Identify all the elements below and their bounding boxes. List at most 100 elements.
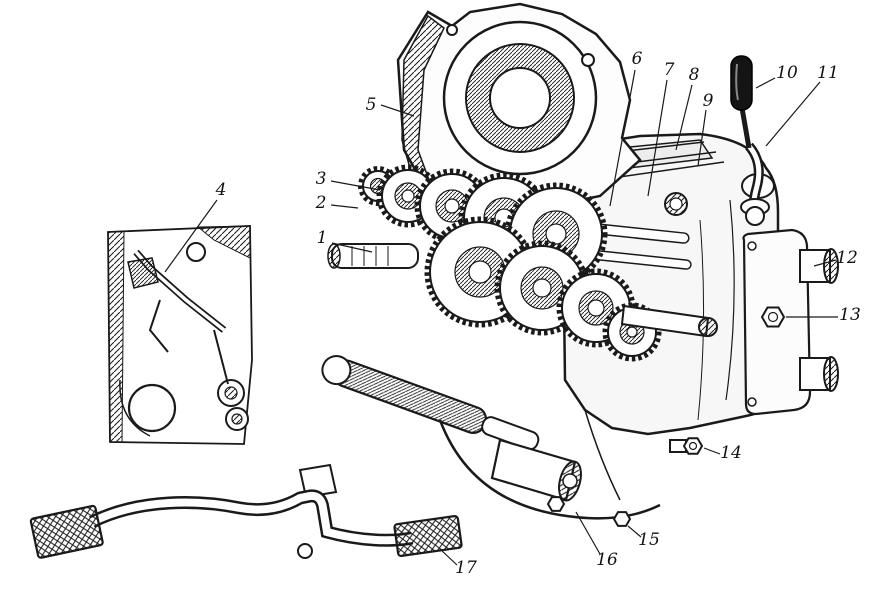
- callout-leader-7: [647, 79, 668, 197]
- callout-leader-8: [675, 84, 693, 151]
- callout-label-17: 17: [455, 558, 477, 578]
- callout-11: 11: [765, 63, 839, 147]
- inset-left-hatch: [107, 230, 125, 443]
- callout-label-16: 16: [596, 550, 618, 570]
- side-bolt: [669, 437, 704, 455]
- callout-4: 4: [164, 180, 227, 273]
- callout-label-1: 1: [317, 228, 328, 248]
- callout-8: 8: [675, 65, 700, 151]
- callout-leader-12: [813, 259, 837, 267]
- lever-shaft: [739, 107, 752, 149]
- case-rib-1: [725, 199, 735, 401]
- callout-10: 10: [755, 63, 798, 89]
- inset-small-circle-2-bore: [231, 413, 243, 425]
- output-yoke: [490, 438, 582, 502]
- callout-leader-11: [765, 81, 821, 147]
- callout-5: 5: [366, 95, 415, 117]
- callout-label-2: 2: [315, 193, 327, 213]
- pedal-foot: [297, 543, 313, 559]
- bell-bolt-hole-1: [581, 53, 595, 67]
- inset-big-circle: [127, 383, 177, 433]
- callout-label-3: 3: [316, 169, 327, 189]
- sump-curve: [438, 419, 661, 520]
- callout-leader-5: [380, 104, 415, 117]
- callout-13: 13: [786, 305, 861, 325]
- callout-label-9: 9: [703, 91, 714, 111]
- case-hole-center: [669, 197, 683, 211]
- callout-16: 16: [575, 511, 618, 570]
- callout-9: 9: [697, 91, 714, 167]
- callout-label-11: 11: [817, 63, 839, 83]
- input-shaft: [327, 243, 419, 269]
- callout-label-14: 14: [720, 443, 742, 463]
- callout-1: 1: [317, 228, 373, 253]
- callout-leader-6: [609, 69, 636, 207]
- pedal-bracket: [298, 463, 338, 499]
- cover-screw-1: [747, 241, 757, 251]
- lever-knob: [730, 55, 753, 111]
- callout-leader-15: [627, 525, 642, 538]
- release-bearing: [127, 257, 159, 289]
- countershaft-worm: [321, 355, 540, 451]
- pedal-pad-right: [393, 514, 463, 558]
- callouts: 1 2 3 4 5 6 7 8: [164, 49, 861, 578]
- gear-lever: [730, 55, 770, 226]
- bolt-head-center: [688, 441, 698, 451]
- callout-leader-4: [164, 199, 218, 273]
- callout-label-4: 4: [215, 180, 227, 200]
- drain-plug-15: [612, 511, 632, 527]
- fork-pivot: [186, 242, 206, 262]
- callout-label-5: 5: [366, 95, 377, 115]
- callout-leader-10: [755, 77, 776, 89]
- callout-label-13: 13: [839, 305, 861, 325]
- inset-arc: [119, 379, 151, 437]
- callout-6: 6: [609, 49, 643, 207]
- cover-boss-bottom-face: [823, 356, 839, 392]
- inset-small-circle-1-bore: [224, 386, 238, 400]
- sump-join: [584, 409, 621, 501]
- callout-3: 3: [316, 169, 381, 191]
- bottom-sump: [438, 409, 661, 527]
- bell-housing-wall-hatch: [401, 14, 445, 190]
- callout-15: 15: [627, 525, 660, 550]
- drain-plug-16: [546, 496, 566, 512]
- bell-bolt-hole-2: [446, 24, 458, 36]
- case-body: [560, 132, 780, 436]
- pedal-pad-left: [29, 504, 104, 559]
- callout-label-12: 12: [836, 248, 858, 268]
- inset-top-hatch: [196, 225, 251, 259]
- cover-screw-2: [747, 397, 757, 407]
- callout-2: 2: [315, 193, 359, 213]
- callout-leader-17: [439, 548, 458, 566]
- callout-label-15: 15: [638, 530, 660, 550]
- yoke-bore: [562, 473, 578, 489]
- callout-leader-14: [703, 447, 721, 455]
- pedal-arm-core: [90, 491, 413, 545]
- callout-label-10: 10: [776, 63, 798, 83]
- worm-gear-body: [332, 359, 488, 435]
- input-shaft-body: [331, 243, 419, 269]
- clutch-opening-bore: [489, 67, 551, 129]
- inset-link: [148, 299, 169, 353]
- knob-highlight: [735, 63, 739, 101]
- output-shaft: [620, 304, 718, 338]
- callout-leader-16: [575, 511, 601, 555]
- callout-12: 12: [813, 248, 858, 268]
- callout-label-8: 8: [689, 65, 700, 85]
- pedal-assembly: [29, 463, 463, 559]
- output-shaft-end: [698, 317, 718, 337]
- callout-leader-9: [697, 109, 707, 167]
- clutch-bell-housing: [396, 2, 642, 210]
- callout-leader-3: [330, 180, 381, 191]
- input-shaft-end: [327, 243, 341, 269]
- callout-label-6: 6: [632, 49, 643, 69]
- cover-boss-top-face: [823, 248, 839, 284]
- lever-ball-joint: [745, 206, 765, 226]
- callout-14: 14: [703, 443, 742, 463]
- callout-label-7: 7: [664, 60, 675, 80]
- inset-link-2: [213, 329, 229, 385]
- cover-hex-center: [767, 311, 779, 323]
- callout-leader-2: [330, 204, 359, 209]
